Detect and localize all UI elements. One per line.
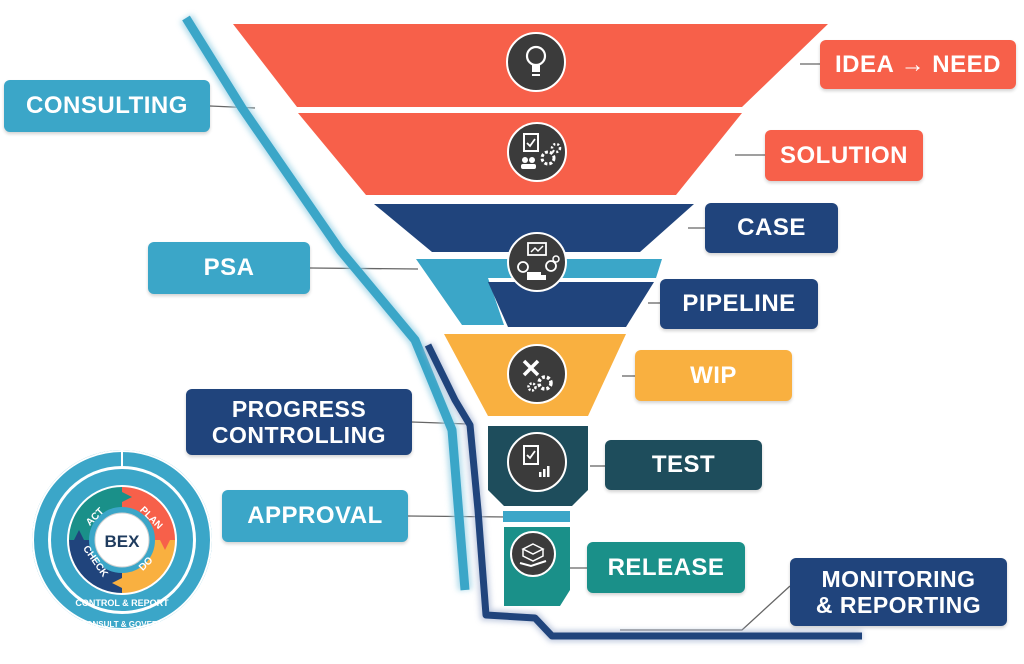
label-release: RELEASE (587, 542, 745, 593)
label-approval: APPROVAL (222, 490, 408, 542)
box-hand-icon (510, 531, 556, 577)
consulting-flow-line (182, 15, 470, 591)
monitoring-flow-line (424, 343, 862, 640)
label-monitoring-reporting: MONITORING & REPORTING (790, 558, 1007, 626)
bex-ring-inner-label: CONTROL & REPORT (75, 598, 169, 608)
stage-approval-bar (503, 511, 570, 522)
stage-psa-shape (416, 259, 662, 325)
stage-case-shape (374, 204, 694, 252)
lightbulb-icon (506, 32, 566, 92)
label-consulting: CONSULTING (4, 80, 210, 132)
wrench-gears-icon (507, 344, 567, 404)
label-case: CASE (705, 203, 838, 253)
label-pipeline: PIPELINE (660, 279, 818, 329)
label-solution: SOLUTION (765, 130, 923, 181)
bex-ring-outer-label: CONSULT & GOVERN (81, 620, 164, 629)
label-wip: WIP (635, 350, 792, 401)
stage-pipeline-shape (488, 282, 654, 327)
connector-lines (209, 63, 820, 631)
label-progress-controlling: PROGRESS CONTROLLING (186, 389, 412, 455)
bex-logo (32, 450, 212, 630)
clipboard-gears-icon (507, 122, 567, 182)
clipboard-chart-icon (507, 432, 567, 492)
presentation-clock-truck-icon (507, 232, 567, 292)
label-test: TEST (605, 440, 762, 490)
label-idea-need: IDEA → NEED (820, 40, 1016, 89)
bex-center-label: BEX (105, 532, 141, 551)
label-psa: PSA (148, 242, 310, 294)
